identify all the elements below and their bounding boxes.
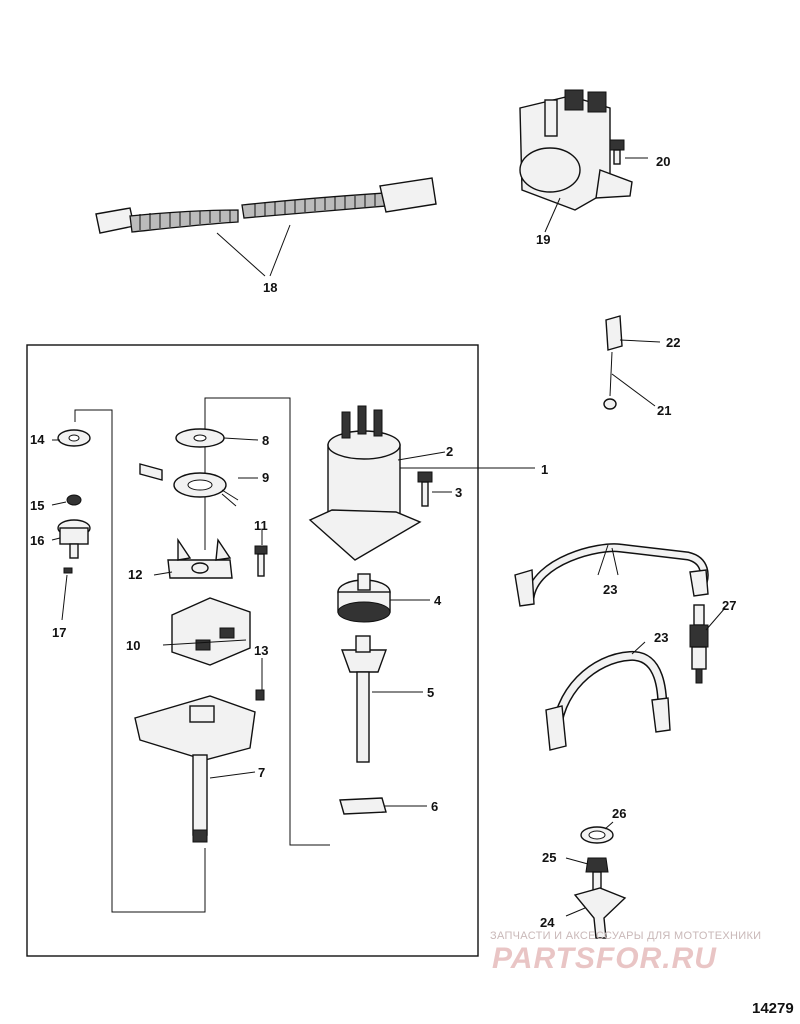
callout-5: 5 [427, 685, 434, 700]
ignition-module [171, 597, 251, 666]
callout-23b: 23 [654, 630, 668, 645]
callout-17: 17 [52, 625, 66, 640]
callout-25: 25 [542, 850, 556, 865]
callout-14: 14 [30, 432, 45, 447]
callout-27: 27 [722, 598, 736, 613]
callout-12: 12 [128, 567, 142, 582]
callout-9: 9 [262, 470, 269, 485]
callout-26: 26 [612, 806, 626, 821]
distributor-shaft [341, 635, 387, 763]
callout-8: 8 [262, 433, 269, 448]
coil-mounting-screw [609, 139, 625, 165]
cap-gasket [175, 428, 225, 448]
distributor-group-bracket-line [204, 397, 330, 846]
leader-lines [51, 157, 726, 917]
callout-19: 19 [536, 232, 550, 247]
callout-15: 15 [30, 498, 44, 513]
spark-plug-lead-lower [545, 651, 671, 751]
spark-plug [689, 604, 709, 684]
callout-4: 4 [434, 593, 442, 608]
callout-labels: 1 2 3 4 5 6 7 8 9 10 11 12 13 14 15 16 1… [30, 154, 736, 930]
ground-strap [603, 315, 623, 410]
drive-plate [339, 797, 387, 815]
roll-pin [63, 567, 73, 574]
callout-21: 21 [657, 403, 671, 418]
pickup-coil [139, 463, 239, 507]
rotor [337, 573, 391, 623]
callout-1: 1 [541, 462, 548, 477]
callout-3: 3 [455, 485, 462, 500]
callout-18: 18 [263, 280, 277, 295]
callout-22: 22 [666, 335, 680, 350]
callout-6: 6 [431, 799, 438, 814]
callout-11: 11 [254, 518, 268, 533]
clamp-washer [580, 826, 614, 844]
callout-20: 20 [656, 154, 670, 169]
distributor-cap [308, 405, 422, 561]
wire-harness [95, 177, 437, 234]
hold-down-clamp [573, 887, 627, 939]
distributor-housing [134, 695, 256, 843]
mounting-screw [254, 545, 268, 577]
gear-group-bracket-line [74, 409, 206, 913]
callout-7: 7 [258, 765, 265, 780]
watermark-logo: PARTSFOR.RU [492, 942, 717, 975]
distributor-assembly-frame [26, 344, 479, 957]
washer [57, 429, 91, 447]
figure-number: 14279 [752, 1000, 794, 1017]
callout-23a: 23 [603, 582, 617, 597]
spring-pin [255, 689, 265, 701]
spark-plug-lead-upper [514, 543, 709, 607]
spring [66, 494, 82, 506]
callout-13: 13 [254, 643, 268, 658]
ignition-coil [519, 89, 633, 211]
callout-10: 10 [126, 638, 140, 653]
pole-piece-retainer [167, 537, 233, 579]
callout-24: 24 [540, 915, 555, 930]
drive-gear [57, 519, 91, 559]
callout-2: 2 [446, 444, 453, 459]
clamp-bolt [585, 857, 609, 891]
watermark-tagline: ЗАПЧАСТИ И АКСЕССУАРЫ ДЛЯ МОТОТЕХНИКИ [490, 930, 762, 942]
cap-screw [417, 471, 433, 507]
callout-16: 16 [30, 533, 44, 548]
